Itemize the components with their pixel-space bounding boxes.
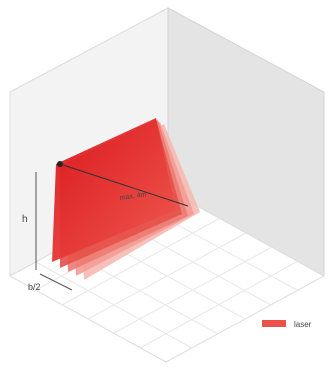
legend: laser (262, 320, 312, 329)
legend-label: laser (294, 320, 312, 329)
legend-swatch (262, 320, 286, 327)
half-width-label: b/2 (28, 282, 41, 292)
laser-sheets (52, 118, 200, 280)
width-dimension-line (39, 273, 73, 291)
angle-line (59, 163, 189, 207)
height-label: h (22, 214, 28, 225)
max-angle-label: max. 4m (119, 191, 147, 202)
laser-sheet-front (52, 118, 176, 262)
